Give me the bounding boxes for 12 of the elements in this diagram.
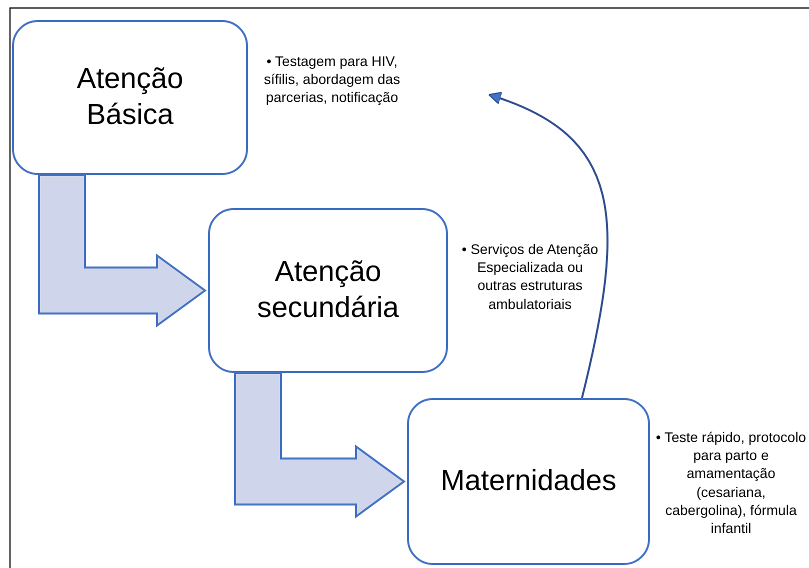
rounded-box	[12, 20, 248, 175]
block-arrow	[234, 372, 406, 518]
bullet-note: • Serviços de Atenção Especializada ou outras estruturas ambulatoriais	[460, 240, 600, 313]
node-title: Maternidades	[440, 464, 616, 499]
rounded-box	[407, 398, 650, 565]
block-arrow	[38, 174, 207, 328]
curved-arrow	[488, 92, 608, 398]
node-title: Atenção secundária	[256, 255, 400, 326]
rounded-box	[208, 208, 448, 373]
bullet-note: • Testagem para HIV, sífilis, abordagem das parcerias, notificação	[262, 52, 402, 107]
bullet-note: • Teste rápido, protocolo para parto e amamentação (cesariana, cabergolina), fórmula infantil	[655, 428, 807, 538]
node-title: Atenção Básica	[76, 62, 184, 132]
